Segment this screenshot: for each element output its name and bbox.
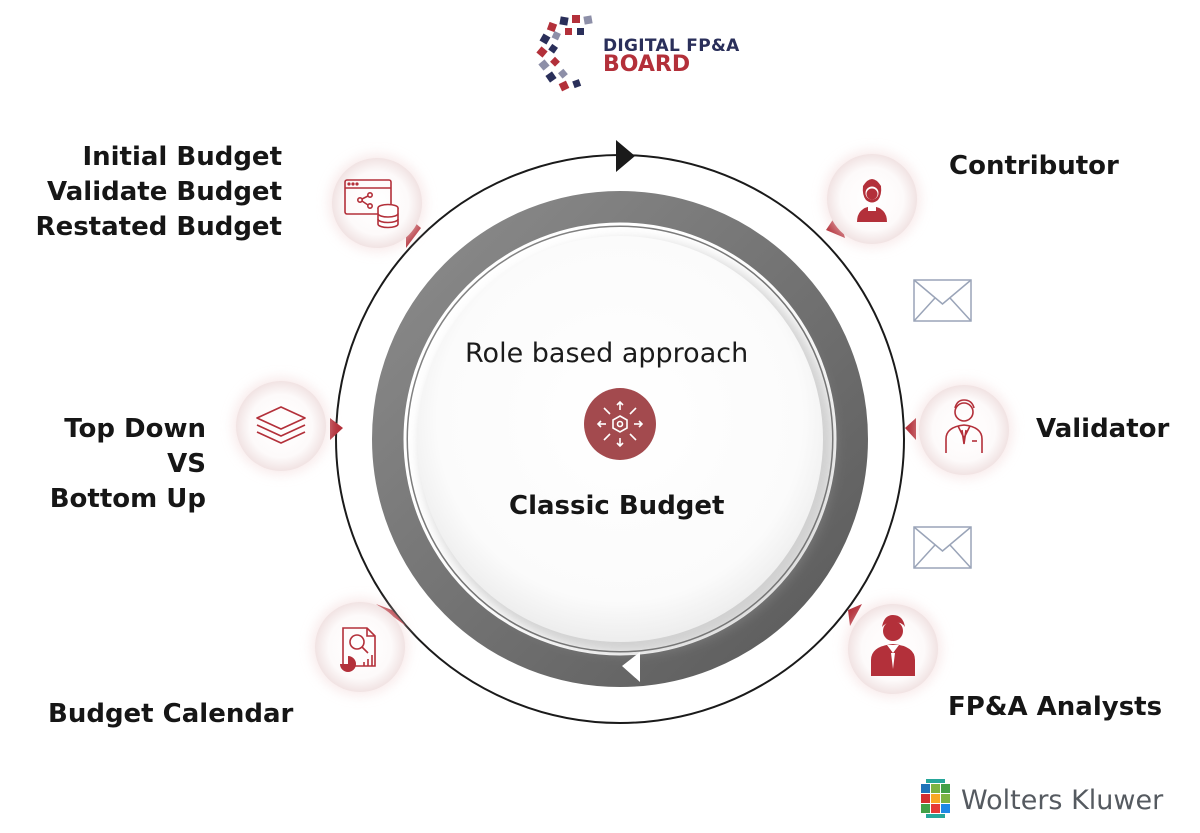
envelope-icon [913,526,972,569]
validator-person-icon [945,399,983,453]
label-budget-calendar: Budget Calendar [48,699,294,729]
center-title: Role based approach [465,338,749,369]
label-budget-types: Initial Budget Validate Budget Restated … [35,142,282,242]
label-fpa-analysts: FP&A Analysts [948,692,1163,722]
grey-ring [372,191,868,687]
bubble-budget [329,155,425,251]
label-contributor: Contributor [949,151,1119,181]
center-subtitle: Classic Budget [509,491,725,521]
bottom-arrowhead [622,652,640,682]
contributor-person-icon [857,179,887,222]
budget-database-icon [344,179,399,229]
bubble-calendar [312,599,408,695]
analyst-person-icon [871,615,915,676]
wolters-kluwer-text: Wolters Kluwer [961,785,1164,816]
logo-mark-icon [536,15,593,92]
layers-icon [256,406,306,444]
logo-line-2: BOARD [603,52,691,77]
label-validator: Validator [1036,414,1170,444]
bubble-validator [916,382,1012,478]
logo-line-1: DIGITAL FP&A [603,36,740,56]
envelope-icon [913,279,972,322]
ring-white-line [403,222,837,656]
wolters-kluwer-logo-icon [921,779,950,818]
top-arrowhead [616,140,635,172]
bubble-topdown [233,378,329,474]
calendar-report-icon [340,627,376,672]
label-top-down-bottom-up: Top Down VS Bottom Up [49,414,206,514]
hub-network-icon [584,388,656,460]
